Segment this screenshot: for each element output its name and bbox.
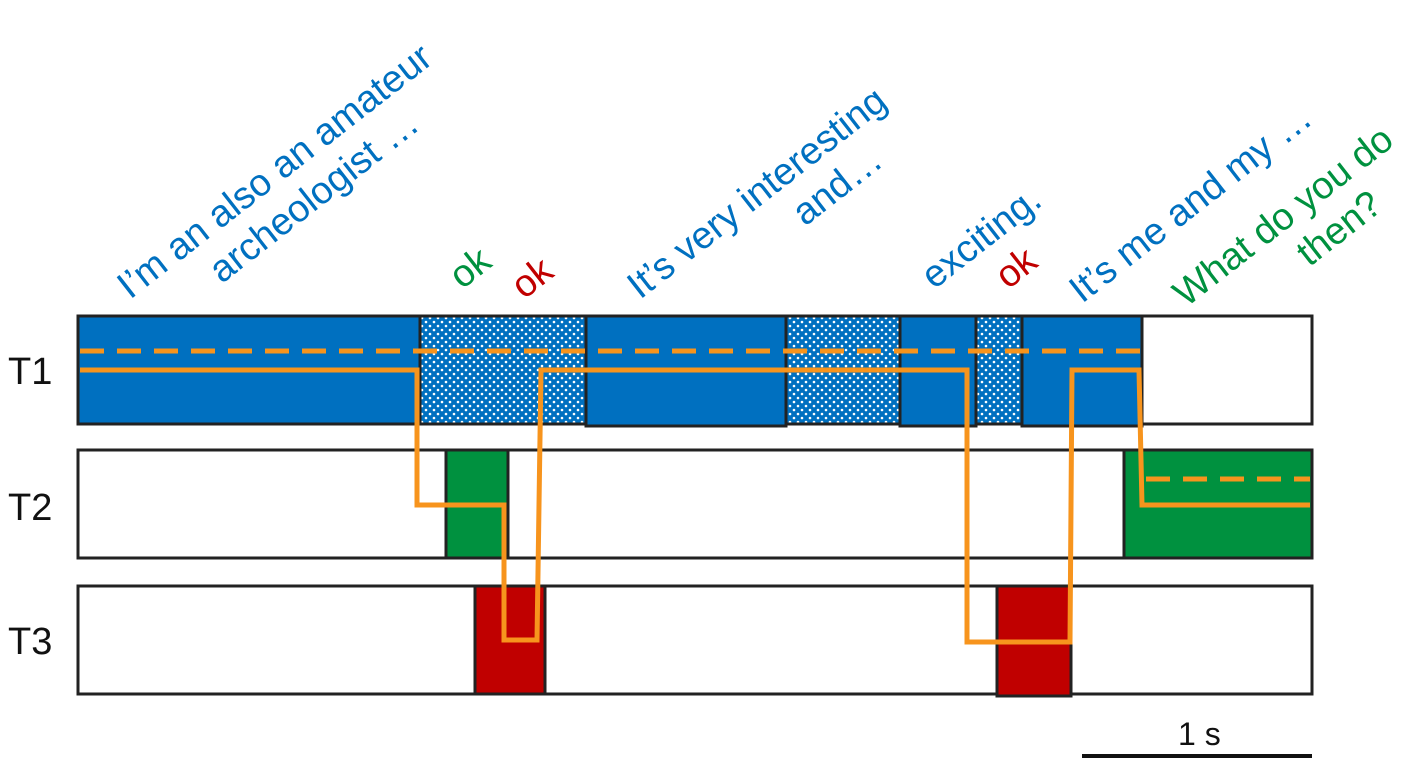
utterance-labels: I’m an also an amateur archeologist … ok… xyxy=(110,30,1402,342)
utterance-t1-archeologist: I’m an also an amateur archeologist … xyxy=(110,30,476,342)
utterance-t2-ok: ok xyxy=(442,239,500,297)
track-label-t3: T3 xyxy=(8,621,52,663)
utterance-t1-interesting: It’s very interesting and… xyxy=(620,73,930,342)
scale-bar-label: 1 s xyxy=(1178,716,1221,752)
gaze-lines xyxy=(80,348,1310,645)
t1-overlap-segment xyxy=(974,314,1024,426)
track-t2 xyxy=(76,448,1314,560)
track-labels: T1 T2 T3 xyxy=(8,351,52,663)
solid-gaze-line xyxy=(80,367,1310,645)
track-t2-frame xyxy=(76,448,1314,560)
track-label-t2: T2 xyxy=(8,487,52,529)
utterance-t3-ok: ok xyxy=(504,249,562,307)
track-t3-frame xyxy=(76,584,1314,696)
track-label-t1: T1 xyxy=(8,351,52,393)
scale-bar: 1 s xyxy=(1082,716,1312,758)
track-t3 xyxy=(76,584,1314,698)
